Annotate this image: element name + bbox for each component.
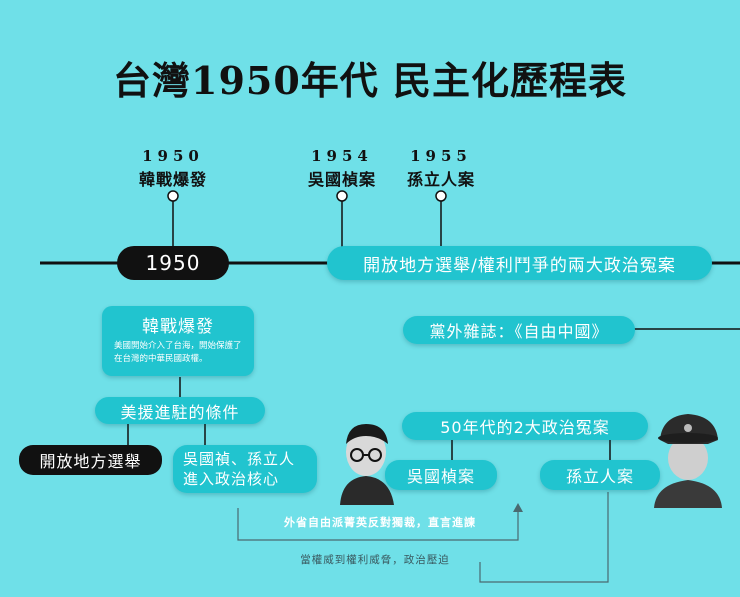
marker-event-1950: 韓戰爆發 — [138, 170, 207, 189]
critique-bracket — [237, 508, 519, 541]
local-election-pill: 開放地方選舉 — [19, 445, 162, 475]
marker-year-1954: 1954 — [311, 147, 373, 165]
portrait-wu-guozhen — [340, 424, 394, 505]
korean-war-desc: 美國開始介入了台海，開始保護了在台灣的中華民國政權。 — [114, 341, 242, 364]
cases-title-pill: 50年代的2大政治冤案 — [402, 412, 648, 440]
timeline-period-pill: 開放地方選舉/權利鬥爭的兩大政治冤案 — [327, 246, 712, 280]
korean-war-card: 韓戰爆發 美國開始介入了台海，開始保護了在台灣的中華民國政權。 — [102, 306, 254, 376]
timeline-year-pill: 1950 — [117, 246, 229, 280]
portrait-sun-liren — [654, 414, 722, 508]
marker-year-1950: 1950 — [142, 147, 204, 165]
pressure-bracket — [479, 492, 609, 583]
wu-sun-core-pill: 吳國禎、孫立人 進入政治核心 — [173, 445, 317, 493]
us-aid-pill: 美援進駐的條件 — [95, 397, 265, 424]
page-title: 台灣1950年代 民主化歷程表 — [113, 58, 627, 103]
marker-dot-1950 — [167, 190, 179, 202]
critique-note: 外省自由派菁英反對獨裁，直言進諫 — [284, 516, 476, 529]
korean-war-title: 韓戰爆發 — [142, 317, 214, 337]
marker-dot-1954 — [336, 190, 348, 202]
case-wu-pill: 吳國楨案 — [385, 460, 497, 490]
marker-event-1955: 孫立人案 — [406, 170, 475, 189]
free-china-pill: 黨外雜誌：《自由中國》 — [403, 316, 635, 344]
case-sun-pill: 孫立人案 — [540, 460, 660, 490]
marker-event-1954: 吳國楨案 — [307, 170, 376, 189]
marker-year-1955: 1955 — [410, 147, 472, 165]
marker-dot-1955 — [435, 190, 447, 202]
critique-arrow-head — [513, 503, 523, 512]
pressure-note: 當權威到權利威脅，政治壓迫 — [300, 554, 450, 566]
